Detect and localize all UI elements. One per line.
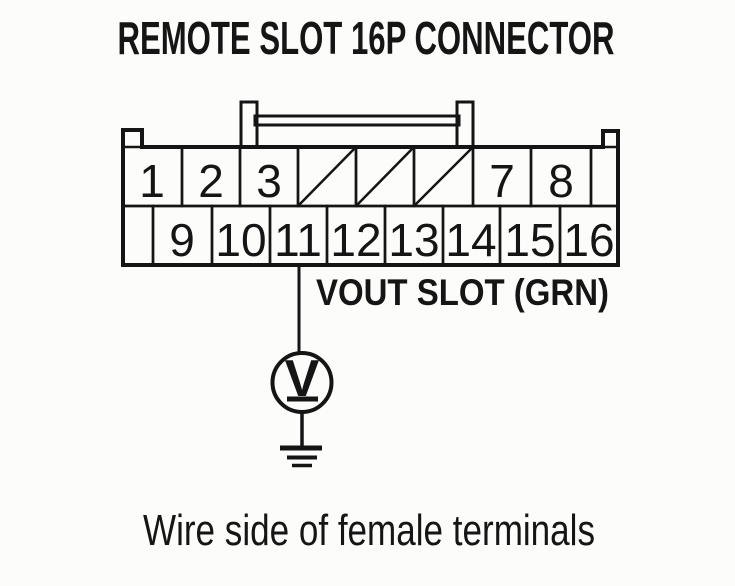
hatch-line <box>355 146 415 207</box>
pin-label-16: 16 <box>563 214 614 266</box>
pin-label-14: 14 <box>445 214 496 266</box>
blank-cavity-bottom-left <box>121 204 155 267</box>
pin-label-3: 3 <box>256 155 282 207</box>
pin-label-12: 12 <box>330 214 381 266</box>
latch-bar <box>253 114 461 127</box>
pin-label-2: 2 <box>198 155 224 207</box>
ground-icon <box>280 445 322 468</box>
connector-body: 1 2 3 7 8 9 10 11 12 13 14 15 16 <box>121 100 620 267</box>
pin-label-9: 9 <box>169 214 195 266</box>
pin-label-8: 8 <box>548 155 574 207</box>
hatch-line <box>297 146 357 207</box>
pin-label-13: 13 <box>388 214 439 266</box>
hatch-line <box>413 146 474 207</box>
wire-label: VOUT SLOT (GRN) <box>316 272 609 313</box>
pin-label-1: 1 <box>139 155 165 207</box>
pin-label-11: 11 <box>274 214 322 266</box>
voltmeter-symbol: V <box>270 350 334 414</box>
pin-label-10: 10 <box>215 214 266 266</box>
blank-cavity-top-right <box>589 145 620 208</box>
pin-label-15: 15 <box>504 214 555 266</box>
caption: Wire side of female terminals <box>143 506 595 555</box>
pin-cell-16 <box>558 204 620 267</box>
diagram-title: REMOTE SLOT 16P CONNECTOR <box>118 12 615 64</box>
pin-label-7: 7 <box>489 155 515 207</box>
